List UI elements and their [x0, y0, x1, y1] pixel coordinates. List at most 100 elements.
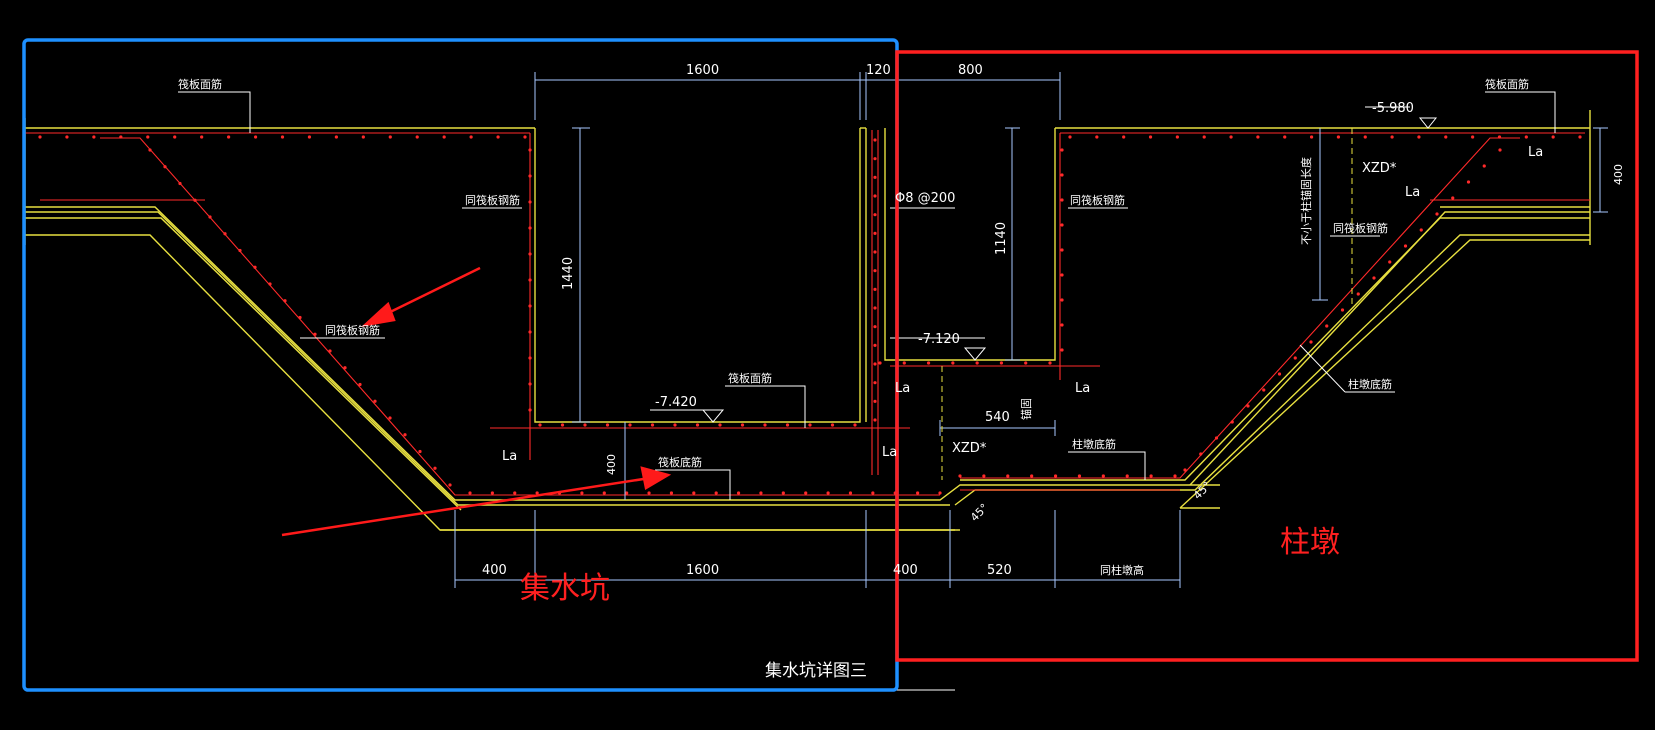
rebar-dot	[848, 491, 853, 495]
rebar-dot	[1336, 135, 1341, 139]
stirrup-label: Φ8 @200	[895, 191, 955, 206]
rebar-dot	[1060, 248, 1064, 252]
rebar-dot	[873, 213, 877, 217]
la-label-5: La	[502, 449, 517, 464]
rebar-dot	[830, 423, 835, 427]
rebar-dot	[873, 399, 877, 403]
rebar-dot	[528, 200, 532, 204]
slope-label-2: 45°	[1191, 479, 1214, 502]
rebar-dot	[1372, 276, 1376, 280]
rebar-dot	[1199, 452, 1203, 456]
rebar-dot	[1095, 135, 1099, 139]
rebar-dot	[628, 423, 632, 427]
column-pier-bottom-label-2: 柱墩底筋	[1348, 377, 1392, 391]
rebar-dot	[1060, 173, 1064, 177]
rebar-dot	[1262, 388, 1266, 392]
rebar-dot	[873, 325, 877, 329]
rebar-dot	[781, 491, 785, 495]
rebar-dot	[1125, 474, 1129, 478]
rebar-dot	[1060, 148, 1064, 152]
rebar-dot	[523, 135, 527, 139]
rebar-dot	[1048, 361, 1052, 365]
rebar-dot	[238, 248, 242, 253]
rebar-dot	[873, 157, 877, 161]
rebar-dot	[560, 423, 565, 427]
rebar-dot	[1175, 135, 1179, 139]
same-raft-rebar-label-2: 同筏板钢筋	[1070, 193, 1125, 207]
rebar-dot	[1482, 164, 1486, 168]
rebar-dot	[938, 491, 942, 495]
rebar-dot	[280, 135, 285, 139]
concrete-outline	[24, 110, 1591, 531]
rebar-dot	[1293, 356, 1297, 360]
rebar-dot	[1183, 468, 1187, 472]
dimension-lines	[454, 72, 1608, 588]
rebar-dot	[826, 491, 830, 495]
pier-frame	[895, 50, 1639, 662]
rebar-dot	[208, 215, 212, 219]
rebar-dot	[223, 232, 227, 236]
rebar-dot	[1551, 135, 1555, 139]
rebar-dot	[1060, 273, 1064, 277]
rebar-dot	[403, 433, 407, 437]
rebar-dot	[528, 304, 532, 308]
rebar-dot	[146, 135, 150, 139]
rebar-dot	[268, 282, 272, 286]
rebar-dot	[253, 135, 258, 139]
rebar-dot	[1006, 474, 1010, 478]
sump-pit-label: 集水坑	[520, 571, 610, 606]
rebar-dot	[718, 423, 722, 427]
rebar-dot	[873, 362, 877, 366]
elevation-7420: -7.420	[655, 395, 697, 410]
raft-top-rebar-right-label: 筏板面筋	[1485, 77, 1529, 91]
rebar-dot	[1498, 148, 1502, 152]
rebar-dot	[999, 361, 1004, 365]
rebar-dot	[878, 361, 882, 365]
rebar-dot	[200, 135, 204, 139]
rebar-dot	[1030, 474, 1034, 478]
rebar-dot	[388, 416, 392, 420]
rebar-dot	[602, 491, 606, 495]
rebar-dot	[692, 491, 696, 495]
elevation-7120: -7.120	[918, 332, 960, 347]
rebar-dot	[873, 269, 877, 273]
drawing-title: 集水坑详图三	[765, 661, 867, 681]
same-pier-height-label: 同柱墩高	[1100, 563, 1144, 577]
rebar-dot	[313, 332, 317, 336]
rebar-dot	[418, 449, 422, 454]
rebar-dot	[695, 423, 700, 427]
rebar-dot	[926, 361, 931, 365]
not-less-than-label: 不小于柱锚固长度	[1299, 157, 1313, 245]
rebar-dot	[528, 226, 532, 230]
rebar-dot	[468, 491, 472, 495]
rebar-dot	[1388, 260, 1392, 264]
rebar-dot	[227, 135, 231, 139]
rebar-dot	[1214, 436, 1219, 440]
rebar-dot	[1444, 135, 1448, 139]
dim-1140: 1140	[994, 222, 1009, 255]
rebar-dot	[513, 491, 517, 495]
rebar-dot	[528, 252, 532, 256]
rebar-dot	[442, 135, 446, 139]
rebar-dot	[1309, 340, 1313, 344]
rebar-dot	[1497, 135, 1502, 139]
rebar-dot	[415, 135, 419, 139]
rebar-dot	[625, 491, 629, 495]
rebar-dot	[1419, 228, 1423, 232]
rebar-dot	[871, 491, 875, 495]
rebar-dot	[580, 491, 584, 495]
raft-top-rebar-mid-label: 筏板面筋	[728, 371, 772, 385]
rebar-dot	[808, 423, 812, 427]
la-label-6: La	[882, 445, 897, 460]
rebar-dot	[647, 491, 651, 495]
elevation-markers	[701, 117, 1438, 423]
dim-400-vertical: 400	[605, 454, 618, 475]
rebar-dot	[535, 491, 539, 495]
rebar-dot	[496, 135, 500, 139]
rebar-dot	[1309, 135, 1314, 139]
anchor-label: 锚固	[1019, 398, 1033, 420]
rebar-dot	[873, 175, 877, 179]
dim-520: 520	[987, 563, 1012, 578]
xzd-label-1: XZD*	[1362, 161, 1397, 176]
